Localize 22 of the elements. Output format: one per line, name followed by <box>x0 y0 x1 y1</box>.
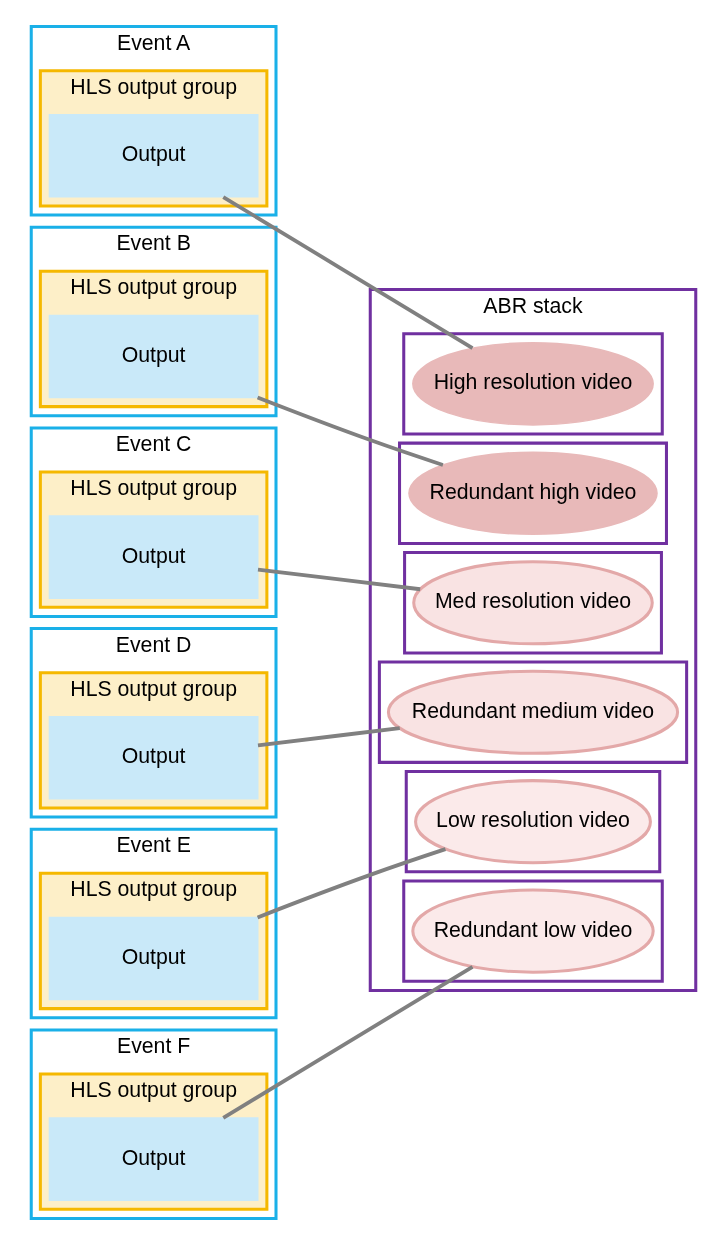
node-ellipse: High resolution video <box>411 342 654 426</box>
connector <box>221 195 473 350</box>
node-box: Output <box>48 916 258 1001</box>
node-box: Output <box>48 314 258 399</box>
connector <box>256 395 444 467</box>
connector <box>257 567 420 592</box>
node-ellipse: Redundant high video <box>407 451 658 536</box>
node-ellipse: Redundant low video <box>410 888 655 974</box>
cluster <box>404 769 661 874</box>
node-box: Output <box>48 1117 258 1201</box>
cluster <box>377 660 688 764</box>
cluster <box>397 441 668 545</box>
connector <box>257 726 400 748</box>
cluster <box>401 332 664 436</box>
node-box: Output <box>48 716 258 800</box>
cluster <box>401 879 664 983</box>
node-ellipse: Low resolution video <box>413 779 652 865</box>
cluster <box>402 551 663 655</box>
node-box: Output <box>48 113 258 198</box>
node-ellipse: Med resolution video <box>411 560 654 646</box>
node-box: Output <box>48 515 258 599</box>
node-ellipse: Redundant medium video <box>386 669 679 755</box>
